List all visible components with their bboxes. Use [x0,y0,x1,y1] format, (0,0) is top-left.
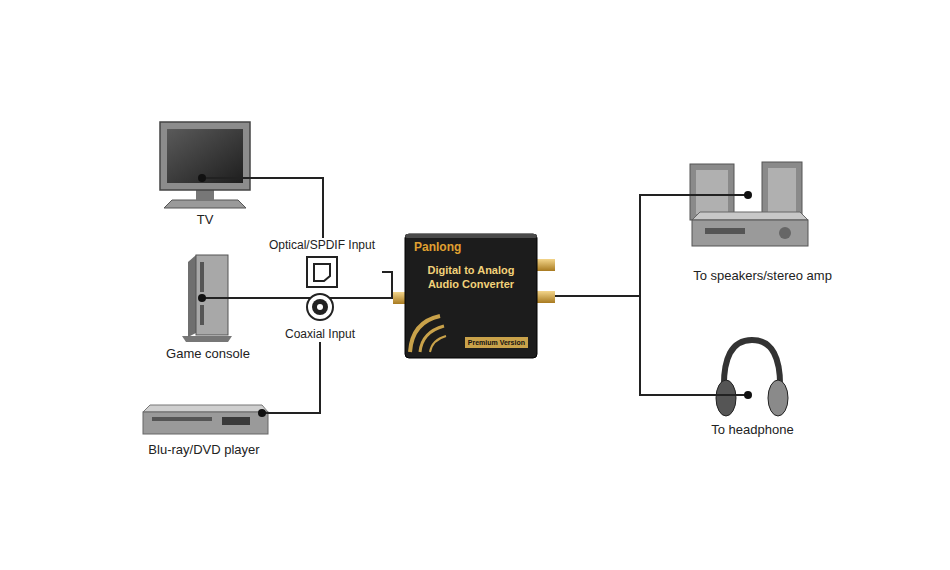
tv-screen [167,129,243,183]
wire-stub [202,297,257,299]
signal-cable [537,296,690,395]
wire-dot [258,409,266,417]
headphone-icon [689,340,788,416]
logo-arc [430,336,446,352]
speakers-node: To speakers/stereo amp [680,160,845,284]
player-top [143,405,268,412]
ear-cup [768,380,788,416]
device-label: To headphone [711,422,793,438]
device-title: Digital to Analog Audio Converter [414,263,528,291]
brand-name: Panlong [414,240,528,254]
converter-edge [405,234,537,238]
wire-dot [744,391,752,399]
device-label: TV [197,212,214,228]
optical-jack [307,257,337,287]
console-side [188,255,196,337]
rca-jack [535,291,555,303]
converter-node: PanlongDigital to Analog Audio Converter… [405,234,537,358]
speaker-tower [762,162,802,220]
console-slot [200,305,204,325]
wire-stub [202,177,256,179]
tv-icon [160,122,256,208]
device-label: Blu-ray/DVD player [148,442,259,458]
player-icon [143,405,279,434]
amp-top [692,212,808,220]
coaxial-input-node: Coaxial Input [278,292,362,342]
device-label: To speakers/stereo amp [693,268,832,284]
tv-node: TV [155,118,255,228]
headphone-node: To headphone [690,330,815,438]
speaker-front [696,170,728,214]
optical-input-node: Optical/SPDIF Input [262,238,382,290]
signal-cable [255,178,323,238]
wire-dot [198,174,206,182]
console-icon [182,255,257,342]
converter-body [405,234,537,358]
wire-dot [744,191,752,199]
amp-front [692,220,808,246]
converter-icon [393,234,555,358]
version-plate: Premium Version [465,337,528,348]
signal-cable [537,195,680,296]
player-front [143,412,268,434]
console-node: Game console [160,252,256,362]
ear-cup [716,380,736,416]
amp-knob [779,227,791,239]
speaker-front [768,168,796,214]
coax-pin [317,304,323,310]
signal-cable [278,342,320,413]
input-label: Optical/SPDIF Input [269,238,375,253]
console-slot [200,262,204,292]
tv-frame [160,122,250,190]
rca-jack [535,259,555,271]
wire-stub [679,194,748,196]
signal-cable [256,297,278,299]
wire-stub [202,297,257,299]
coax-ring [312,299,328,315]
wire-stub [689,394,748,396]
coax-jack [307,294,333,320]
console-base [182,336,232,342]
amp-display [705,228,745,234]
player-node: Blu-ray/DVD player [130,400,278,458]
wire-dot [198,294,206,302]
player-display [222,417,250,425]
player-tray [152,417,212,421]
logo-arc [410,316,440,352]
tv-base [164,200,246,208]
speakers-icon [679,162,808,246]
jack-icons [277,257,363,320]
optical-port [314,264,330,281]
device-label: Game console [166,346,250,362]
input-label: Coaxial Input [285,327,355,342]
console-body [196,255,228,335]
